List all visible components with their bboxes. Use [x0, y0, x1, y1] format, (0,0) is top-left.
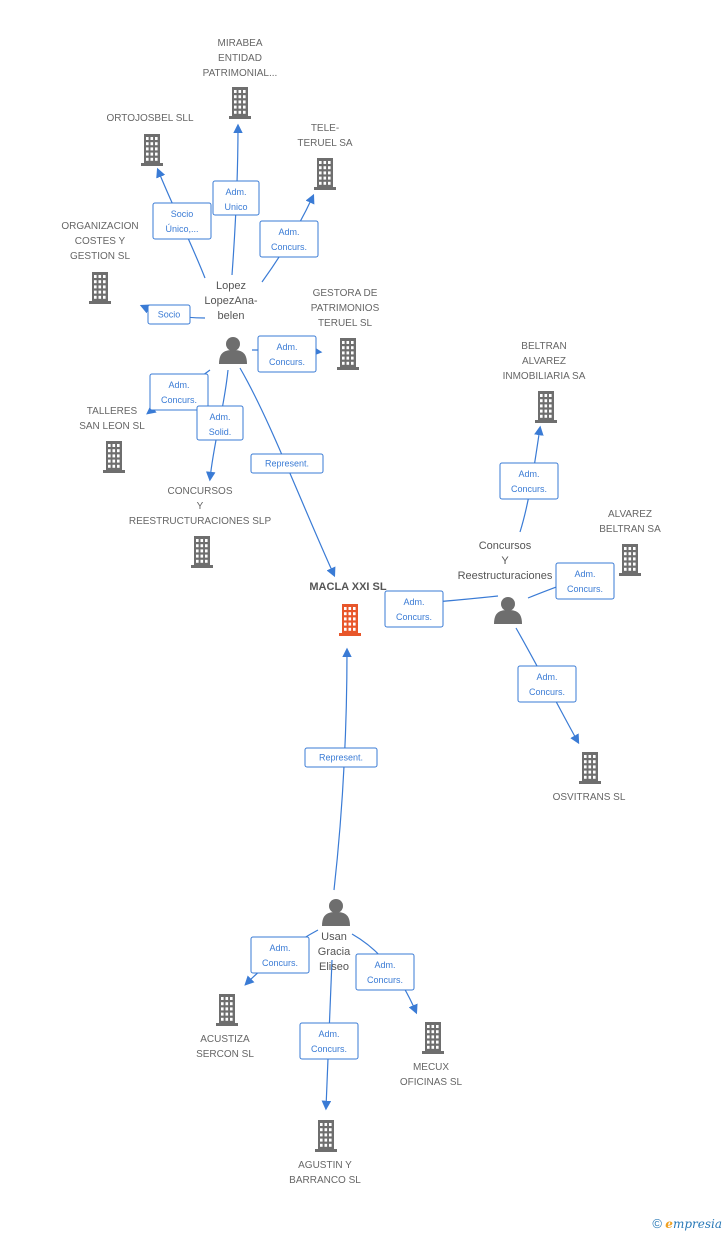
edge-text-e-alvarez: Adm.Concurs.	[567, 569, 603, 594]
edge-text-e-acustiza: Adm.Concurs.	[262, 943, 298, 968]
edge-label-e-person-macla[interactable]: Adm.Concurs.	[384, 590, 444, 628]
edge-label-e-mecux[interactable]: Adm.Concurs.	[355, 953, 415, 991]
edge-text-e-concursos-slp: Adm.Solid.	[209, 412, 232, 437]
edge-label-e-beltran[interactable]: Adm.Concurs.	[499, 462, 559, 500]
person-icon-usan[interactable]	[322, 899, 350, 926]
edge-label-e-gestora[interactable]: Adm.Concurs.	[257, 335, 317, 373]
building-icon-agustin[interactable]	[315, 1120, 337, 1152]
edge-text-e-usan-macla: Represent.	[319, 753, 363, 763]
company-label-tele-teruel: TELE-TERUEL SA	[297, 123, 353, 149]
edge-text-e-mecux: Adm.Concurs.	[367, 960, 403, 985]
edge-label-e-mirabea[interactable]: Adm.Unico	[212, 180, 260, 216]
edge-label-e-lopez-macla[interactable]: Represent.	[250, 453, 324, 474]
edge-label-e-concursos-slp[interactable]: Adm.Solid.	[196, 405, 244, 441]
edge-label-e-osvitrans[interactable]: Adm.Concurs.	[517, 665, 577, 703]
edge-label-e-acustiza[interactable]: Adm.Concurs.	[250, 936, 310, 974]
edge-text-e-lopez-macla: Represent.	[265, 459, 309, 469]
edge-text-e-tele: Adm.Concurs.	[271, 227, 307, 252]
edge-text-e-organizacion: Socio	[158, 310, 181, 320]
person-icon-concursos-person[interactable]	[494, 597, 522, 624]
building-icon-alvarez-beltran[interactable]	[619, 544, 641, 576]
building-icon-mecux[interactable]	[422, 1022, 444, 1054]
edge-text-e-mirabea: Adm.Unico	[224, 187, 247, 212]
building-icon-acustiza[interactable]	[216, 994, 238, 1026]
building-icon-mirabea[interactable]	[229, 87, 251, 119]
person-icon-lopez[interactable]	[219, 337, 247, 364]
edge-text-e-person-macla: Adm.Concurs.	[396, 597, 432, 622]
edge-label-e-organizacion[interactable]: Socio	[147, 304, 191, 325]
edge-label-e-talleres[interactable]: Adm.Concurs.	[149, 373, 209, 411]
footer-brand[interactable]: © empresia	[652, 1216, 722, 1231]
company-label-ortojosbel: ORTOJOSBEL SLL	[106, 113, 194, 124]
building-icon-talleres[interactable]	[103, 441, 125, 473]
edge-text-e-talleres: Adm.Concurs.	[161, 380, 197, 405]
edge-text-e-agustin: Adm.Concurs.	[311, 1029, 347, 1054]
building-icon-gestora[interactable]	[337, 338, 359, 370]
copyright-symbol: ©	[652, 1216, 662, 1231]
edge-label-e-alvarez[interactable]: Adm.Concurs.	[555, 562, 615, 600]
edge-line-e-usan-macla	[333, 647, 352, 891]
edge-text-e-gestora: Adm.Concurs.	[269, 342, 305, 367]
building-icon-beltran-alvarez[interactable]	[535, 391, 557, 423]
company-label-osvitrans: OSVITRANS SL	[553, 792, 626, 803]
edge-label-e-usan-macla[interactable]: Represent.	[304, 747, 378, 768]
building-icon-center[interactable]	[339, 604, 361, 636]
building-icon-osvitrans[interactable]	[579, 752, 601, 784]
edge-text-e-osvitrans: Adm.Concurs.	[529, 672, 565, 697]
building-icon-organizacion[interactable]	[89, 272, 111, 304]
edge-label-e-agustin[interactable]: Adm.Concurs.	[299, 1022, 359, 1060]
brand-logo: empresia	[665, 1217, 722, 1231]
edge-label-e-tele[interactable]: Adm.Concurs.	[259, 220, 319, 258]
edge-text-e-beltran: Adm.Concurs.	[511, 469, 547, 494]
building-icon-tele-teruel[interactable]	[314, 158, 336, 190]
building-icon-ortojosbel[interactable]	[141, 134, 163, 166]
center-company-label[interactable]: MACLA XXI SL	[309, 581, 386, 593]
building-icon-concursos-slp[interactable]	[191, 536, 213, 568]
